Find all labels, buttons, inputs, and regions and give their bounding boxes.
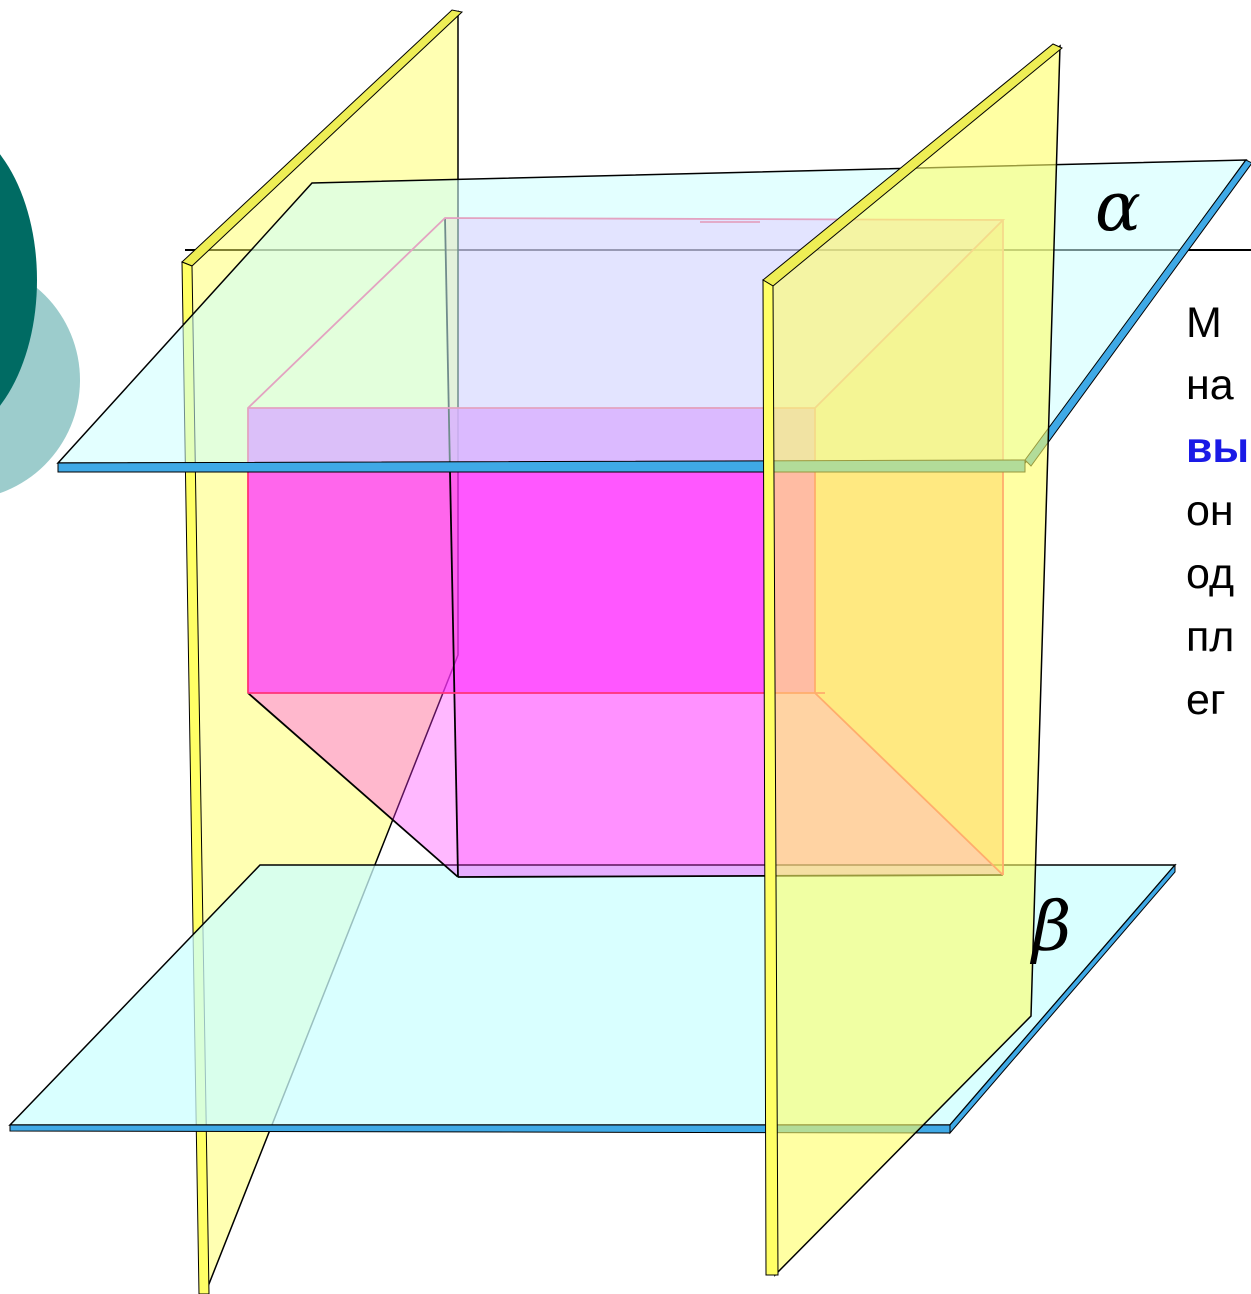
right-vertical-plane — [762, 43, 1063, 1277]
text-line-3: вы — [1186, 424, 1249, 472]
text-line-1: М — [1186, 299, 1222, 347]
text-line-6: пл — [1186, 613, 1234, 661]
decorative-circles — [0, 154, 80, 494]
plane-alpha — [56, 159, 1251, 473]
label-beta: β — [1029, 888, 1071, 967]
label-alpha: α — [1095, 168, 1141, 247]
text-line-2: на — [1186, 361, 1234, 409]
text-line-7: ег — [1186, 676, 1226, 724]
text-line-5: од — [1186, 550, 1234, 598]
cube-front-face — [248, 408, 815, 693]
plane-alpha-face — [56, 159, 1248, 464]
decor-circle-dark — [0, 154, 37, 406]
text-line-4: он — [1186, 487, 1234, 535]
definition-text: М на вы он од пл ег — [1186, 299, 1249, 724]
